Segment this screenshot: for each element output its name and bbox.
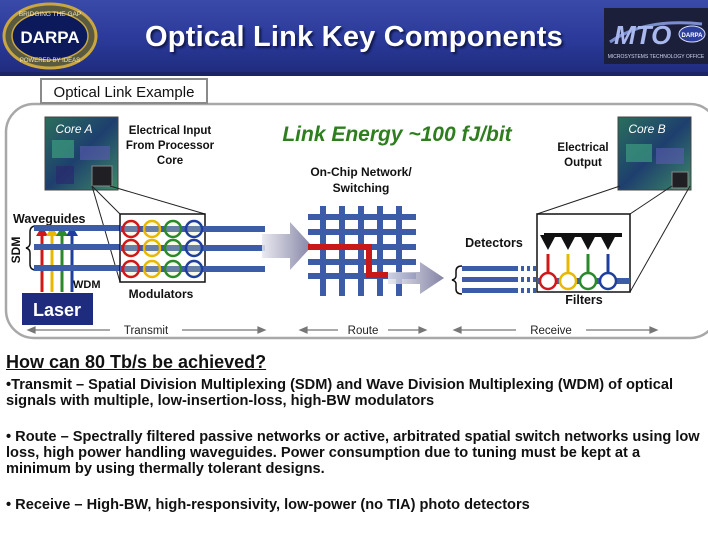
output-waveguides xyxy=(205,226,265,272)
svg-text:From Processor: From Processor xyxy=(126,140,215,152)
route-path xyxy=(308,244,388,278)
modulator-block xyxy=(119,213,206,283)
core-b-chip: Core B xyxy=(617,116,692,191)
bullet-transmit: •Transmit – Spatial Division Multiplexin… xyxy=(6,377,674,409)
svg-text:Core A: Core A xyxy=(56,122,93,136)
svg-text:Electrical: Electrical xyxy=(557,142,608,154)
sdm-brace xyxy=(25,225,37,271)
rx-waveguides xyxy=(462,266,518,293)
svg-text:Core: Core xyxy=(157,155,183,167)
bullet-spacer xyxy=(6,477,706,497)
mto-logo: MTO DARPA MICROSYSTEMS TECHNOLOGY OFFICE xyxy=(604,8,708,64)
stage-labels: Transmit Route Receive xyxy=(124,325,572,337)
svg-text:MICROSYSTEMS TECHNOLOGY OFFICE: MICROSYSTEMS TECHNOLOGY OFFICE xyxy=(608,54,705,60)
optical-link-diagram: Link Energy ~100 fJ/bit Core A Electrica… xyxy=(4,102,708,340)
optical-link-example-tab: Optical Link Example xyxy=(40,78,208,104)
svg-text:BRIDGING THE GAP: BRIDGING THE GAP xyxy=(19,11,81,18)
bullet-route: • Route – Spectrally filtered passive ne… xyxy=(6,429,700,477)
filters-label: Filters xyxy=(565,293,603,307)
explanation-text: How can 80 Tb/s be achieved? •Transmit –… xyxy=(6,352,706,513)
page-title: Optical Link Key Components xyxy=(145,21,563,53)
network-to-rx-arrow xyxy=(388,262,444,294)
svg-text:Core B: Core B xyxy=(628,122,665,136)
title-bar xyxy=(0,0,708,72)
wdm-arrows xyxy=(36,226,78,292)
bullet-receive: • Receive – High-BW, high-responsivity, … xyxy=(6,497,530,513)
tx-to-network-arrow xyxy=(262,222,312,270)
svg-text:Electrical Input: Electrical Input xyxy=(129,125,212,137)
svg-text:DARPA: DARPA xyxy=(20,28,79,47)
receiver-block xyxy=(536,213,631,293)
svg-text:MTO: MTO xyxy=(614,20,671,50)
rx-brace xyxy=(451,265,463,295)
core-a-chip: Core A xyxy=(44,116,119,191)
laser-box: Laser xyxy=(22,293,93,325)
detectors-label: Detectors xyxy=(465,236,523,250)
waveguides-label: Waveguides xyxy=(13,212,86,226)
bullet-spacer xyxy=(6,409,706,429)
modulators-label: Modulators xyxy=(129,287,194,301)
svg-text:DARPA: DARPA xyxy=(682,33,704,39)
darpa-badge-logo: BRIDGING THE GAP DARPA POWERED BY IDEAS xyxy=(2,2,98,70)
svg-text:Switching: Switching xyxy=(333,181,390,195)
title-rule xyxy=(0,72,708,76)
svg-text:Receive: Receive xyxy=(530,325,572,337)
input-waveguides xyxy=(34,225,120,271)
sdm-label: SDM xyxy=(9,237,23,264)
electrical-input-label: Electrical Input From Processor Core xyxy=(126,125,215,167)
svg-text:Laser: Laser xyxy=(33,300,81,320)
stage-markers xyxy=(26,326,659,334)
electrical-output-label: Electrical Output xyxy=(557,142,608,169)
svg-text:On-Chip Network/: On-Chip Network/ xyxy=(310,165,412,179)
network-label: On-Chip Network/ Switching xyxy=(310,165,412,195)
question-heading: How can 80 Tb/s be achieved? xyxy=(6,352,267,372)
svg-text:Output: Output xyxy=(564,157,602,169)
svg-text:Transmit: Transmit xyxy=(124,325,169,337)
wdm-label: WDM xyxy=(73,279,101,291)
svg-text:Route: Route xyxy=(348,325,379,337)
svg-text:POWERED BY IDEAS: POWERED BY IDEAS xyxy=(20,58,80,64)
link-energy-label: Link Energy ~100 fJ/bit xyxy=(282,123,512,146)
rx-waveguide-dots xyxy=(521,266,536,293)
